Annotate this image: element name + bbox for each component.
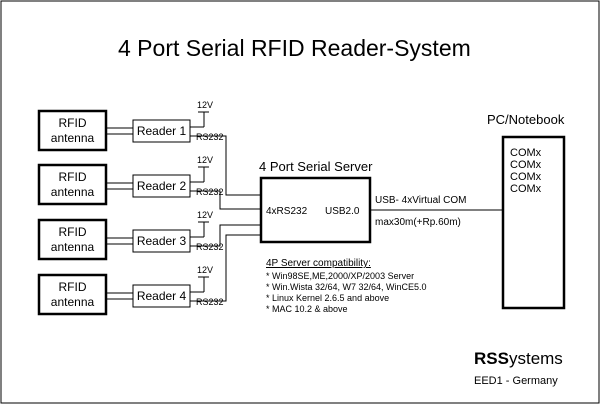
antenna-1-label-line2: antenna	[50, 131, 95, 145]
compat-item-3: * Linux Kernel 2.6.5 and above	[266, 293, 390, 303]
compat-item-4: * MAC 10.2 & above	[266, 304, 348, 314]
antenna-box-4	[37, 273, 108, 316]
compat-item-2: * Win.Wista 32/64, W7 32/64, WinCE5.0	[266, 282, 427, 292]
server-title: 4 Port Serial Server	[259, 159, 373, 174]
antenna-box-1	[37, 109, 108, 152]
reader-box-4	[132, 284, 191, 308]
brand-logo-rest: ystems	[508, 349, 563, 368]
compat-heading: 4P Server compatibility:	[266, 258, 371, 269]
antenna-3-label-line2: antenna	[50, 240, 95, 254]
reader-4-label: Reader 4	[136, 289, 187, 303]
antenna-box-2	[37, 163, 108, 206]
antenna-2-label-line2: antenna	[50, 185, 95, 199]
pc-com-port-3: COMx	[510, 171, 542, 183]
antenna-1-label-line1: RFID	[58, 116, 87, 130]
antenna-2-label-line1: RFID	[58, 170, 87, 184]
usb-link-distance: max30m(+Rp.60m)	[375, 217, 461, 228]
power-connectors	[190, 111, 209, 293]
brand-logo-bold: RSS	[474, 349, 509, 368]
server-in-port: 4xRS232	[266, 206, 308, 217]
brand-subtitle: EED1 - Germany	[474, 375, 558, 387]
pc-com-port-1: COMx	[510, 147, 542, 159]
reader-1-port: RS232	[196, 132, 224, 142]
page-title: 4 Port Serial RFID Reader-System	[118, 35, 471, 61]
antenna-4-label-line1: RFID	[58, 280, 87, 294]
antenna-box-3	[37, 218, 108, 261]
antenna-3-label-line1: RFID	[58, 225, 87, 239]
server-out-port: USB2.0	[325, 206, 360, 217]
reader-3-power: 12V	[197, 210, 214, 220]
brand-logo: RSSystems	[474, 350, 563, 367]
usb-link-label: USB- 4xVirtual COM	[375, 195, 467, 206]
reader-4-power: 12V	[197, 265, 214, 275]
reader-1-power: 12V	[197, 100, 214, 110]
reader-4-port: RS232	[196, 297, 224, 307]
reader-1-label: Reader 1	[136, 124, 187, 138]
reader-box-2	[132, 174, 191, 198]
reader-2-power: 12V	[197, 155, 214, 165]
reader-3-label: Reader 3	[136, 234, 187, 248]
reader-box-3	[132, 229, 191, 253]
reader-box-1	[132, 119, 191, 143]
rs232-wiring	[190, 135, 261, 302]
pc-com-port-4: COMx	[510, 183, 542, 195]
reader-2-port: RS232	[196, 187, 224, 197]
antenna-reader-links	[106, 127, 133, 300]
pc-box	[501, 135, 566, 310]
pc-title: PC/Notebook	[487, 112, 565, 127]
antenna-4-label-line2: antenna	[50, 295, 95, 309]
reader-3-port: RS232	[196, 242, 224, 252]
reader-2-label: Reader 2	[136, 179, 187, 193]
pc-com-port-2: COMx	[510, 159, 542, 171]
compat-item-1: * Win98SE,ME,2000/XP/2003 Server	[266, 271, 415, 281]
